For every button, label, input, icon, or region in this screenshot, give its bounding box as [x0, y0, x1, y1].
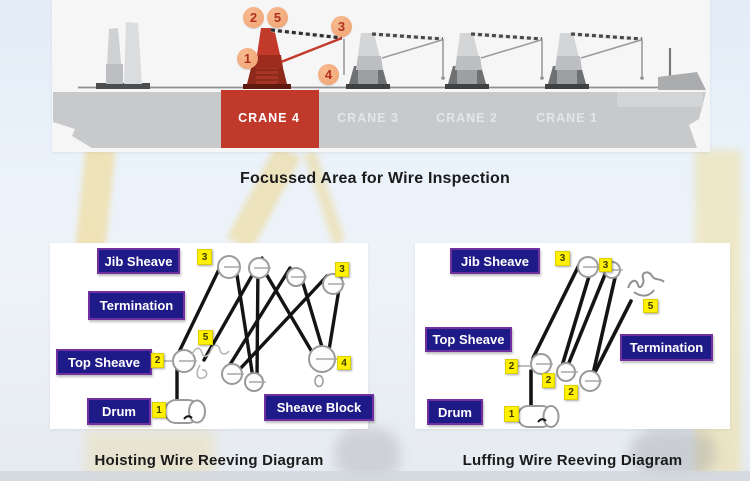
hoisting-diagram-caption: Hoisting Wire Reeving Diagram	[94, 452, 324, 469]
label-jib-sheave: Jib Sheave	[97, 248, 180, 274]
luffing-reeving-graphic	[517, 256, 665, 428]
luffing-drum-graphic	[517, 405, 560, 428]
hoisting-tag-5: 5	[198, 330, 213, 345]
luffing-tag-2-mid: 2	[542, 373, 555, 388]
ship-overview-panel: CRANE 4 CRANE 3 CRANE 2 CRANE 1	[52, 0, 710, 152]
hoisting-diagram-panel: Jib Sheave Termination Top Sheave Drum S…	[50, 243, 374, 429]
crane-1-label: CRANE 1	[536, 111, 598, 125]
hoisting-drum-graphic	[164, 399, 206, 424]
inspection-marker-1: 1	[237, 48, 258, 69]
hoisting-reeving-graphic	[164, 255, 345, 424]
label-drum: Drum	[427, 399, 483, 425]
crane-2-label: CRANE 2	[436, 111, 498, 125]
luffing-tag-2-bottom: 2	[564, 385, 578, 400]
hoisting-tag-1: 1	[152, 402, 166, 418]
luffing-tag-3-left: 3	[555, 251, 570, 266]
ship-illustration	[53, 22, 706, 148]
drum-wire-curl	[183, 415, 193, 420]
luffing-diagram-caption: Luffing Wire Reeving Diagram	[462, 452, 683, 469]
decorative-background-crane-photo	[303, 150, 346, 245]
crane-1-graphic	[543, 31, 646, 91]
decorative-bottom-strip	[0, 471, 750, 481]
inspection-marker-5: 5	[267, 7, 288, 28]
sheave-axles	[164, 266, 345, 383]
stern-deck-band	[617, 92, 703, 107]
crane-4-graphic-highlighted	[243, 28, 345, 89]
luffing-wire-falls	[529, 259, 633, 426]
crane4-highlight-zone	[221, 90, 319, 148]
decorative-background-crane-photo	[226, 144, 302, 251]
luffing-tag-2-top: 2	[505, 359, 518, 374]
luffing-tag-5: 5	[643, 299, 658, 313]
bow-superstructure	[96, 22, 150, 89]
inspection-marker-4: 4	[318, 64, 339, 85]
label-top-sheave: Top Sheave	[56, 349, 152, 375]
label-sheave-block: Sheave Block	[264, 394, 374, 421]
hoisting-tag-2: 2	[151, 353, 164, 368]
crane-4-label: CRANE 4	[238, 111, 300, 125]
label-drum: Drum	[87, 398, 151, 425]
stern-structures	[658, 48, 706, 90]
crane-3-graphic	[344, 31, 447, 91]
crane-2-graphic	[443, 31, 546, 91]
hoisting-tag-4: 4	[337, 356, 351, 370]
hoisting-termination-scribble	[191, 344, 230, 380]
hoisting-tag-3-right: 3	[335, 262, 349, 277]
luffing-diagram-panel: Jib Sheave Top Sheave Termination Drum 3…	[415, 243, 730, 429]
label-termination: Termination	[620, 334, 713, 361]
ship-hull	[53, 92, 706, 148]
luffing-tag-3-right: 3	[599, 258, 612, 272]
label-jib-sheave: Jib Sheave	[450, 248, 540, 274]
drum-wire-curl	[537, 418, 547, 423]
luffing-termination-scribble	[627, 271, 665, 297]
crane-3-label: CRANE 3	[337, 111, 399, 125]
hoisting-tag-3-left: 3	[197, 249, 212, 265]
luffing-tag-1: 1	[504, 406, 519, 422]
inspection-marker-2: 2	[243, 7, 264, 28]
inspection-marker-3: 3	[331, 16, 352, 37]
sheave-axles	[518, 266, 623, 382]
ship-overview-caption: Focussed Area for Wire Inspection	[240, 170, 510, 187]
label-top-sheave: Top Sheave	[425, 327, 512, 352]
label-termination: Termination	[88, 291, 185, 320]
